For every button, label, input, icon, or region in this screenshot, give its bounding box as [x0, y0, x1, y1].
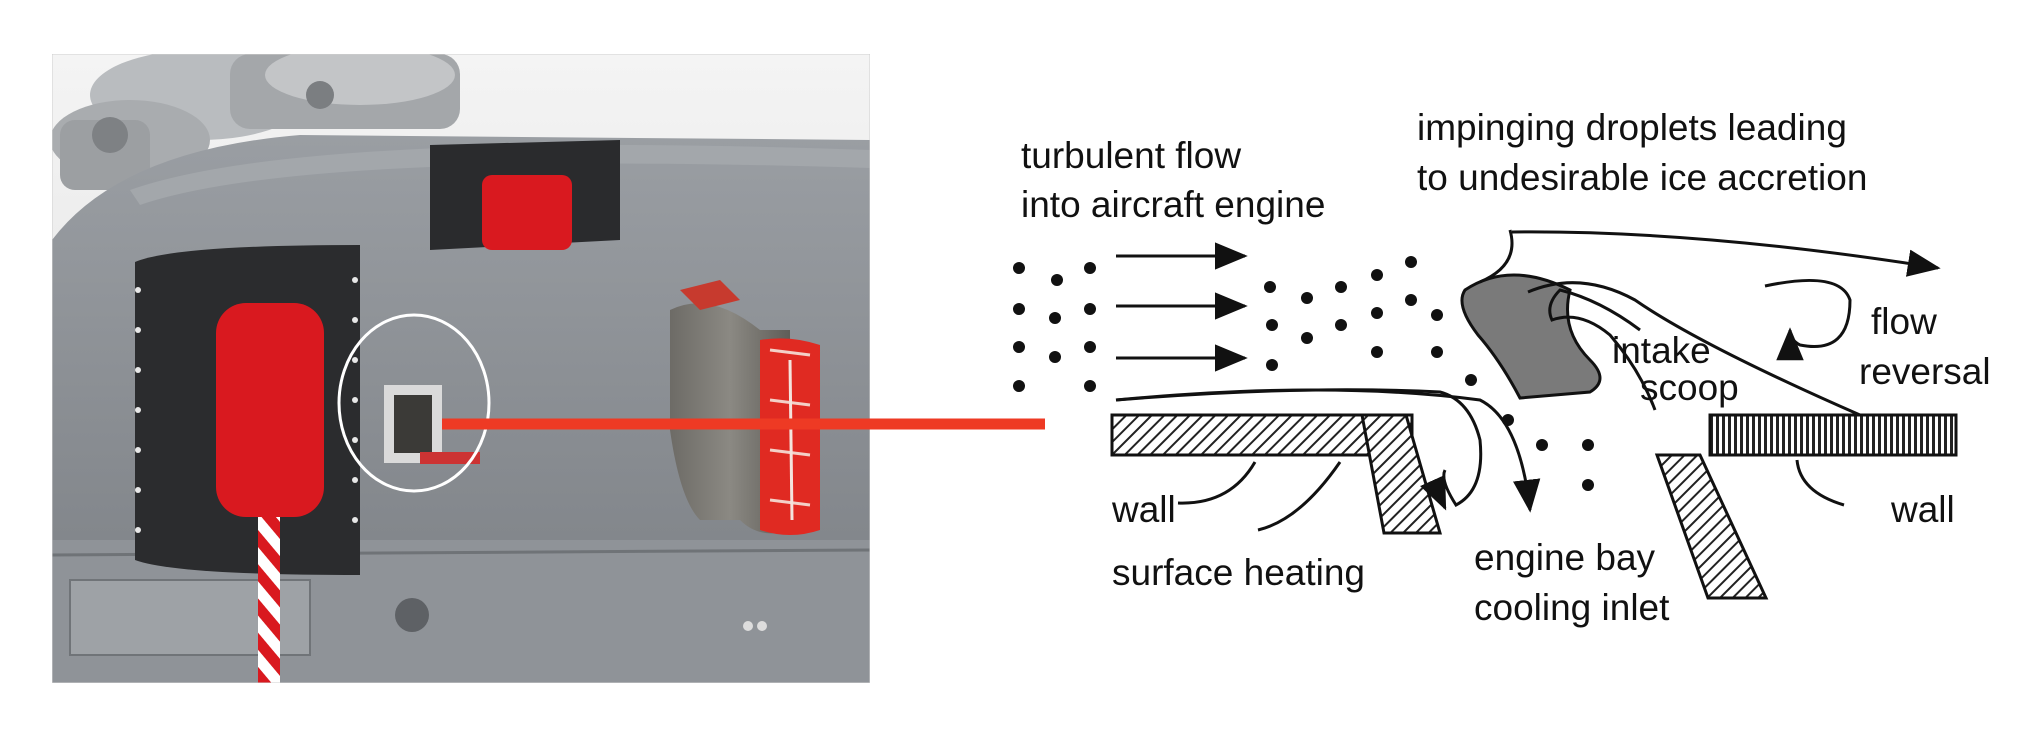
label-engine-bay-2: cooling inlet — [1474, 587, 1670, 628]
label-engine-bay-1: engine bay — [1474, 537, 1656, 578]
highlight-circle — [337, 313, 491, 493]
intake-red-cover — [216, 303, 324, 517]
label-impinging-1: impinging droplets leading — [1417, 107, 1847, 148]
label-wall-left: wall — [1111, 489, 1176, 530]
streamlines — [1115, 229, 1941, 532]
label-wall-right: wall — [1890, 489, 1955, 530]
ice-accretion — [1460, 273, 1602, 400]
label-impinging-2: to undesirable ice accretion — [1417, 157, 1867, 198]
warning-strap — [258, 517, 280, 683]
flow-arrows — [1116, 242, 1248, 372]
intake-flow-diagram: turbulent flow into aircraft engine impi… — [1013, 107, 1991, 628]
intake-scoop-lip — [1654, 453, 1769, 600]
droplets — [1013, 256, 1594, 491]
cooling-inlet-block — [1360, 413, 1442, 535]
label-intake-2: scoop — [1640, 367, 1739, 408]
label-turbulent-1: turbulent flow — [1021, 135, 1241, 176]
right-wall — [1708, 413, 1958, 457]
label-turbulent-2: into aircraft engine — [1021, 184, 1325, 225]
label-flow-reversal-1: flow — [1871, 301, 1937, 342]
rotor-head — [52, 54, 460, 190]
label-surface-heating: surface heating — [1112, 552, 1365, 593]
helicopter-engine-intake-photo — [52, 54, 870, 683]
rivets — [135, 277, 358, 533]
upper-red-cover — [482, 175, 572, 250]
label-flow-reversal-2: reversal — [1859, 351, 1991, 392]
label-intake-1: intake — [1612, 330, 1711, 371]
